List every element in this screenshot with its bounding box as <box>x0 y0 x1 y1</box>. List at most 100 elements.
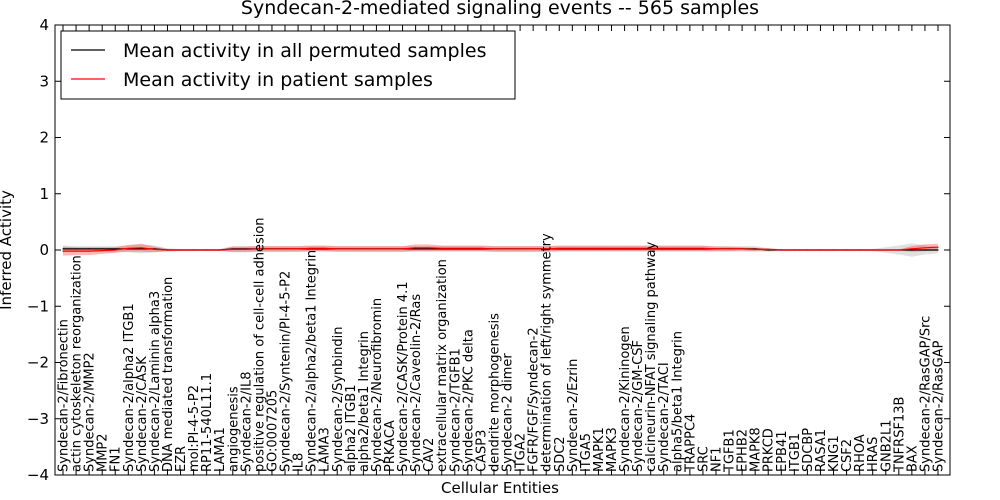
x-tick-label: SDC2 <box>553 436 568 472</box>
data-point-patient <box>924 247 926 249</box>
x-tick-label: EZR <box>174 446 189 472</box>
y-tick-label: −2 <box>27 354 49 372</box>
x-tick-label: alpha2/beta1 Integrin <box>357 331 372 472</box>
x-tick-label: ITGA5 <box>579 433 594 472</box>
x-tick-label: Syndecan-2 dimer <box>501 353 516 472</box>
data-point-patient <box>741 248 743 250</box>
data-point-patient <box>637 247 639 249</box>
x-tick-label: Syndecan-2/CASK/Protein 4.1 <box>396 281 411 472</box>
data-point-patient <box>454 247 456 249</box>
data-point-patient <box>624 247 626 249</box>
data-point-patient <box>402 248 404 250</box>
data-point-patient <box>676 247 678 249</box>
band-patient <box>63 243 938 256</box>
x-tick-label: Syndecan-2/MMP2 <box>83 352 98 472</box>
x-tick-label: dendrite morphogenesis <box>488 313 503 472</box>
x-tick-label: EPHB2 <box>736 429 751 472</box>
x-tick-label: RASA1 <box>814 429 829 472</box>
data-point-patient <box>245 248 247 250</box>
x-tick-label: actin cytoskeleton reorganization <box>70 255 85 472</box>
data-point-patient <box>349 248 351 250</box>
chart-title: Syndecan-2-mediated signaling events -- … <box>241 0 759 19</box>
x-tick-label: Syndecan-2/alpha2 ITGB1 <box>122 303 137 472</box>
y-tick-label: 4 <box>39 16 49 34</box>
data-point-patient <box>859 249 861 251</box>
data-point-patient <box>545 248 547 250</box>
data-point-patient <box>702 247 704 249</box>
data-point-patient <box>101 250 103 252</box>
x-tick-label: SRC <box>696 446 711 472</box>
x-tick-label: PRKACA <box>383 420 398 472</box>
x-tick-label: FN1 <box>109 446 124 471</box>
data-point-patient <box>689 247 691 249</box>
x-tick-label: Syndecan-2/CASK <box>135 356 150 472</box>
x-tick-label: alpha2 ITGB1 <box>344 385 359 472</box>
x-tick-label: HRAS <box>866 437 881 472</box>
data-point-patient <box>885 249 887 251</box>
x-tick-label: Syndecan-2/Kininogen <box>618 326 633 472</box>
data-point-patient <box>62 250 64 252</box>
x-tick-label: Syndecan-2/RasGAP/Src <box>918 316 933 472</box>
x-tick-label: IL8 <box>292 453 307 472</box>
x-tick-label: Syndecan-2/TACI <box>657 362 672 472</box>
data-point-patient <box>754 248 756 250</box>
data-point-patient <box>284 248 286 250</box>
x-tick-label: extracellular matrix organization <box>435 259 450 472</box>
data-point-patient <box>114 249 116 251</box>
x-tick-label: LAMA3 <box>318 427 333 472</box>
legend: Mean activity in all permuted samples Me… <box>60 30 516 100</box>
x-tick-label: CSF2 <box>840 439 855 472</box>
y-tick-label: −4 <box>27 466 49 484</box>
x-tick-label: GO:0007205 <box>266 390 281 472</box>
data-point-patient <box>558 247 560 249</box>
y-tick-label: 3 <box>39 72 49 90</box>
x-tick-label: Syndecan-2/Laminin alpha3 <box>148 291 163 472</box>
data-point-patient <box>532 248 534 250</box>
data-point-patient <box>219 249 221 251</box>
data-point-patient <box>571 247 573 249</box>
data-point-patient <box>467 247 469 249</box>
data-point-patient <box>441 247 443 249</box>
data-point-patient <box>728 248 730 250</box>
data-point-patient <box>75 250 77 252</box>
data-point-patient <box>898 249 900 251</box>
data-point-patient <box>506 248 508 250</box>
x-tick-label: Syndecan-2/alpha2/beta1 Integrin <box>305 250 320 472</box>
data-point-patient <box>832 249 835 251</box>
data-point-patient <box>872 249 874 251</box>
x-tick-label: RP11-540L11.1 <box>200 373 215 472</box>
data-point-patient <box>610 247 613 249</box>
x-tick-label: Syndecan-2/GM-CSF <box>631 340 646 472</box>
data-point-patient <box>88 250 90 252</box>
y-tick-label: 2 <box>39 129 49 147</box>
x-tick-label: FGFR/FGF/Syndecan-2 <box>527 327 542 472</box>
data-point-permuted <box>428 248 430 250</box>
y-tick-label: −3 <box>27 410 49 428</box>
data-point-patient <box>415 247 417 249</box>
x-tick-label: MMP2 <box>96 433 111 472</box>
x-tick-label: KNG1 <box>827 435 842 472</box>
x-tick-label: Syndecan-2/Caveolin-2/Ras <box>409 294 424 472</box>
x-tick-label: angiogenesis <box>226 386 241 472</box>
data-point-permuted <box>937 249 939 251</box>
data-point-patient <box>166 249 169 251</box>
data-point-patient <box>179 249 182 251</box>
data-point-patient <box>846 249 848 251</box>
x-tick-label: calcineurin-NFAT signaling pathway <box>644 241 659 472</box>
x-tick-label: EPB41 <box>775 431 790 473</box>
legend-label-permuted: Mean activity in all permuted samples <box>123 40 486 62</box>
x-tick-label: Syndecan-2/IL8 <box>239 371 254 471</box>
data-point-patient <box>323 247 325 249</box>
data-point-permuted <box>140 248 142 250</box>
data-point-patient <box>650 247 652 249</box>
data-point-patient <box>127 247 129 249</box>
y-axis-label: Inferred Activity <box>0 190 15 310</box>
data-point-patient <box>428 247 430 249</box>
data-point-permuted <box>101 248 103 250</box>
x-tick-label: determination of left/right symmetry <box>540 233 555 472</box>
x-axis-label: Cellular Entities <box>441 479 559 497</box>
data-point-patient <box>297 248 299 250</box>
x-tick-label: DNA mediated transformation <box>161 277 176 472</box>
x-tick-label: ITGB1 <box>788 433 803 472</box>
data-point-patient <box>715 248 717 250</box>
